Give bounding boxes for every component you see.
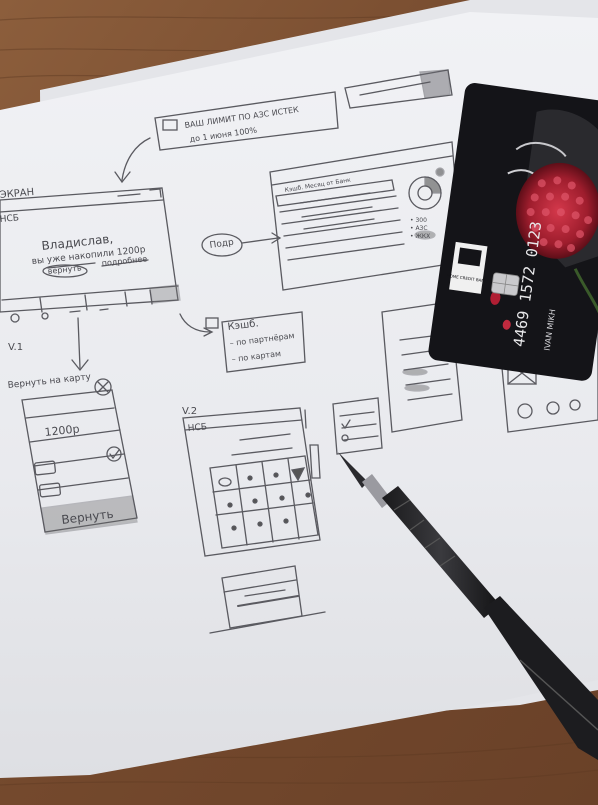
version-1-label: V.1 — [8, 342, 23, 353]
version-2-label: V.2 — [182, 406, 197, 417]
legend-item-2: • АЗС — [410, 225, 428, 232]
v2-screen-label: НСБ — [187, 422, 207, 434]
main-screen-label: НСБ — [0, 213, 19, 225]
legend-item-1: • 300 — [410, 217, 427, 224]
legend-item-3: • ЖКХ — [410, 233, 430, 240]
